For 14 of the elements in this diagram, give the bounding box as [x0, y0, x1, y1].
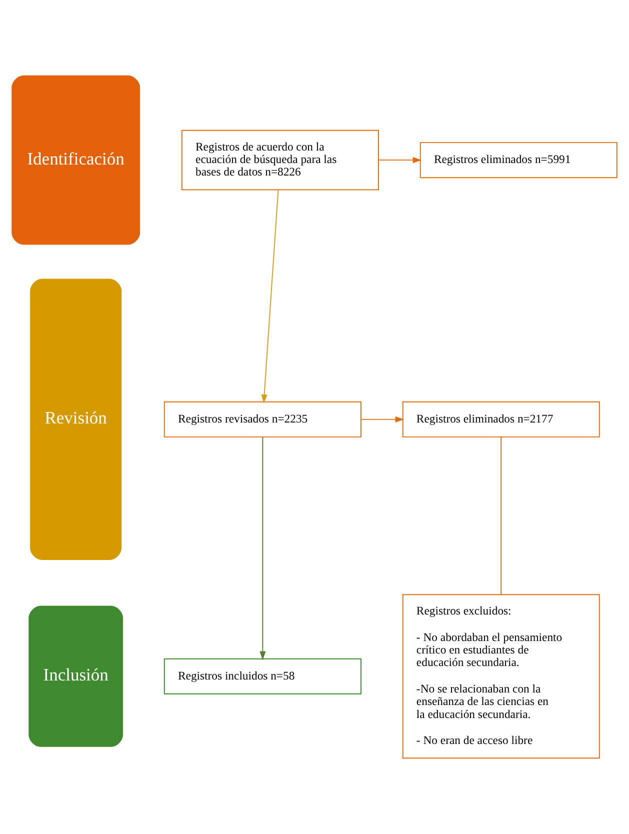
node-box: Registros eliminados n=5991 — [420, 142, 618, 178]
arrow — [260, 436, 266, 660]
node-box: Registros revisados n=2235 — [164, 401, 362, 438]
connector — [500, 436, 502, 595]
node-box: Revisión — [30, 278, 122, 560]
arrow — [378, 157, 422, 164]
node-box: Registros eliminados n=2177 — [402, 401, 600, 438]
node-box: Inclusión — [28, 606, 124, 747]
node-box: Registros de acuerdo con la ecuación de búsqueda para las bases de datos n=8226 — [181, 130, 379, 190]
node-box: Identificación — [12, 75, 140, 245]
node-box: Registros incluidos n=58 — [164, 658, 362, 694]
arrow — [360, 416, 404, 422]
arrow — [261, 189, 279, 404]
node-box: Registros excluidos: - No abordaban el pensamiento crítico en estudiantes de educación secundaria. -No se relacionaban con la enseñanza de las ciencias en la educación secundaria. - No eran de acceso libre — [402, 594, 600, 759]
